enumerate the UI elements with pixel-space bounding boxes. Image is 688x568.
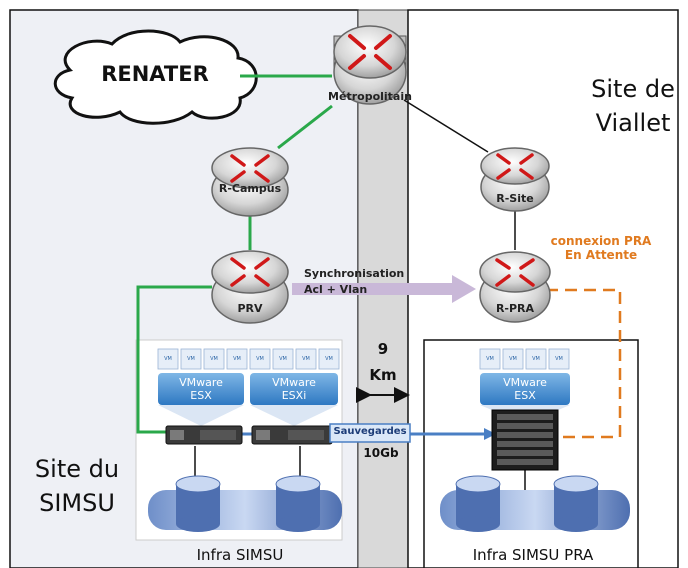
backup-label-box — [329, 423, 411, 443]
infra-simsu-pra-label: Infra SIMSU PRA — [472, 546, 594, 564]
vmware-esx-simsu — [158, 373, 244, 426]
vmware-esx-simsu-line2: ESX — [190, 389, 212, 402]
backup-label: Sauvegardes — [333, 426, 407, 437]
server-esxi — [251, 425, 333, 445]
vm-row-simsu — [157, 348, 340, 370]
vm-tag: VM — [532, 356, 540, 362]
vm-tag: VM — [210, 356, 218, 362]
backup-speed: 10Gb — [363, 446, 399, 460]
router-site-label: R-Site — [496, 192, 534, 205]
site-viallet-line1: Site de — [591, 75, 675, 103]
router-pra-label: R-PRA — [495, 302, 535, 315]
vm-tag: VM — [509, 356, 517, 362]
site-viallet-title: Site de Viallet — [585, 72, 681, 140]
vmware-esx-simsu-label: VMware ESX — [158, 376, 244, 402]
blade-server-pra — [491, 409, 559, 471]
renater-label: RENATER — [101, 62, 209, 86]
router-campus-label: R-Campus — [218, 182, 282, 195]
distance-unit: Km — [369, 366, 397, 384]
sync-line2: Acl + Vlan — [304, 283, 368, 296]
vmware-esx-simsu-line1: VMware — [179, 376, 223, 389]
vmware-esxi-simsu-label: VMware ESXi — [250, 376, 338, 402]
pra-waiting-link — [546, 288, 622, 439]
pra-waiting-line1: connexion PRA — [550, 234, 652, 248]
vm-tag: VM — [187, 356, 195, 362]
storage-simsu — [148, 475, 342, 532]
router-prv-icon — [211, 250, 289, 324]
renater-cloud — [53, 29, 258, 125]
router-metropolitain-label: Métropolitain — [328, 90, 412, 103]
site-simsu-line2: SIMSU — [39, 489, 115, 517]
sync-arrow — [292, 275, 476, 303]
vm-tag: VM — [233, 356, 241, 362]
green-links — [136, 74, 333, 434]
vm-tag: VM — [302, 356, 310, 362]
router-prv-label: PRV — [237, 302, 263, 315]
sync-line1: Synchronisation — [304, 267, 405, 280]
vm-tag: VM — [325, 356, 333, 362]
vm-tag: VM — [164, 356, 172, 362]
vmware-esxi-simsu-line2: ESXi — [281, 389, 307, 402]
server-esx — [165, 425, 243, 445]
storage-pra — [440, 475, 630, 532]
vmware-esx-pra-line1: VMware — [503, 376, 547, 389]
vmware-esxi-simsu — [250, 373, 338, 426]
vm-tag: VM — [279, 356, 287, 362]
vm-tag: VM — [486, 356, 494, 362]
router-site-icon — [480, 147, 550, 212]
vmware-esxi-simsu-line1: VMware — [272, 376, 316, 389]
pra-waiting-label: connexion PRA En Attente — [536, 234, 666, 262]
sync-label: Synchronisation Acl + Vlan — [304, 266, 404, 298]
vm-tag: VM — [256, 356, 264, 362]
site-simsu-title: Site du SIMSU — [22, 452, 132, 520]
site-viallet-line2: Viallet — [595, 109, 671, 137]
site-simsu-line1: Site du — [34, 455, 120, 483]
vmware-esx-pra-line2: ESX — [514, 389, 536, 402]
infra-simsu-label: Infra SIMSU — [196, 546, 284, 564]
vmware-esx-pra-label: VMware ESX — [480, 376, 570, 402]
router-campus-icon — [211, 147, 289, 217]
router-pra-icon — [479, 251, 551, 323]
vm-row-pra — [479, 348, 570, 370]
router-metropolitain-icon — [333, 25, 407, 105]
pra-waiting-line2: En Attente — [564, 248, 638, 262]
vm-tag: VM — [555, 356, 563, 362]
distance-value: 9 — [377, 340, 389, 358]
